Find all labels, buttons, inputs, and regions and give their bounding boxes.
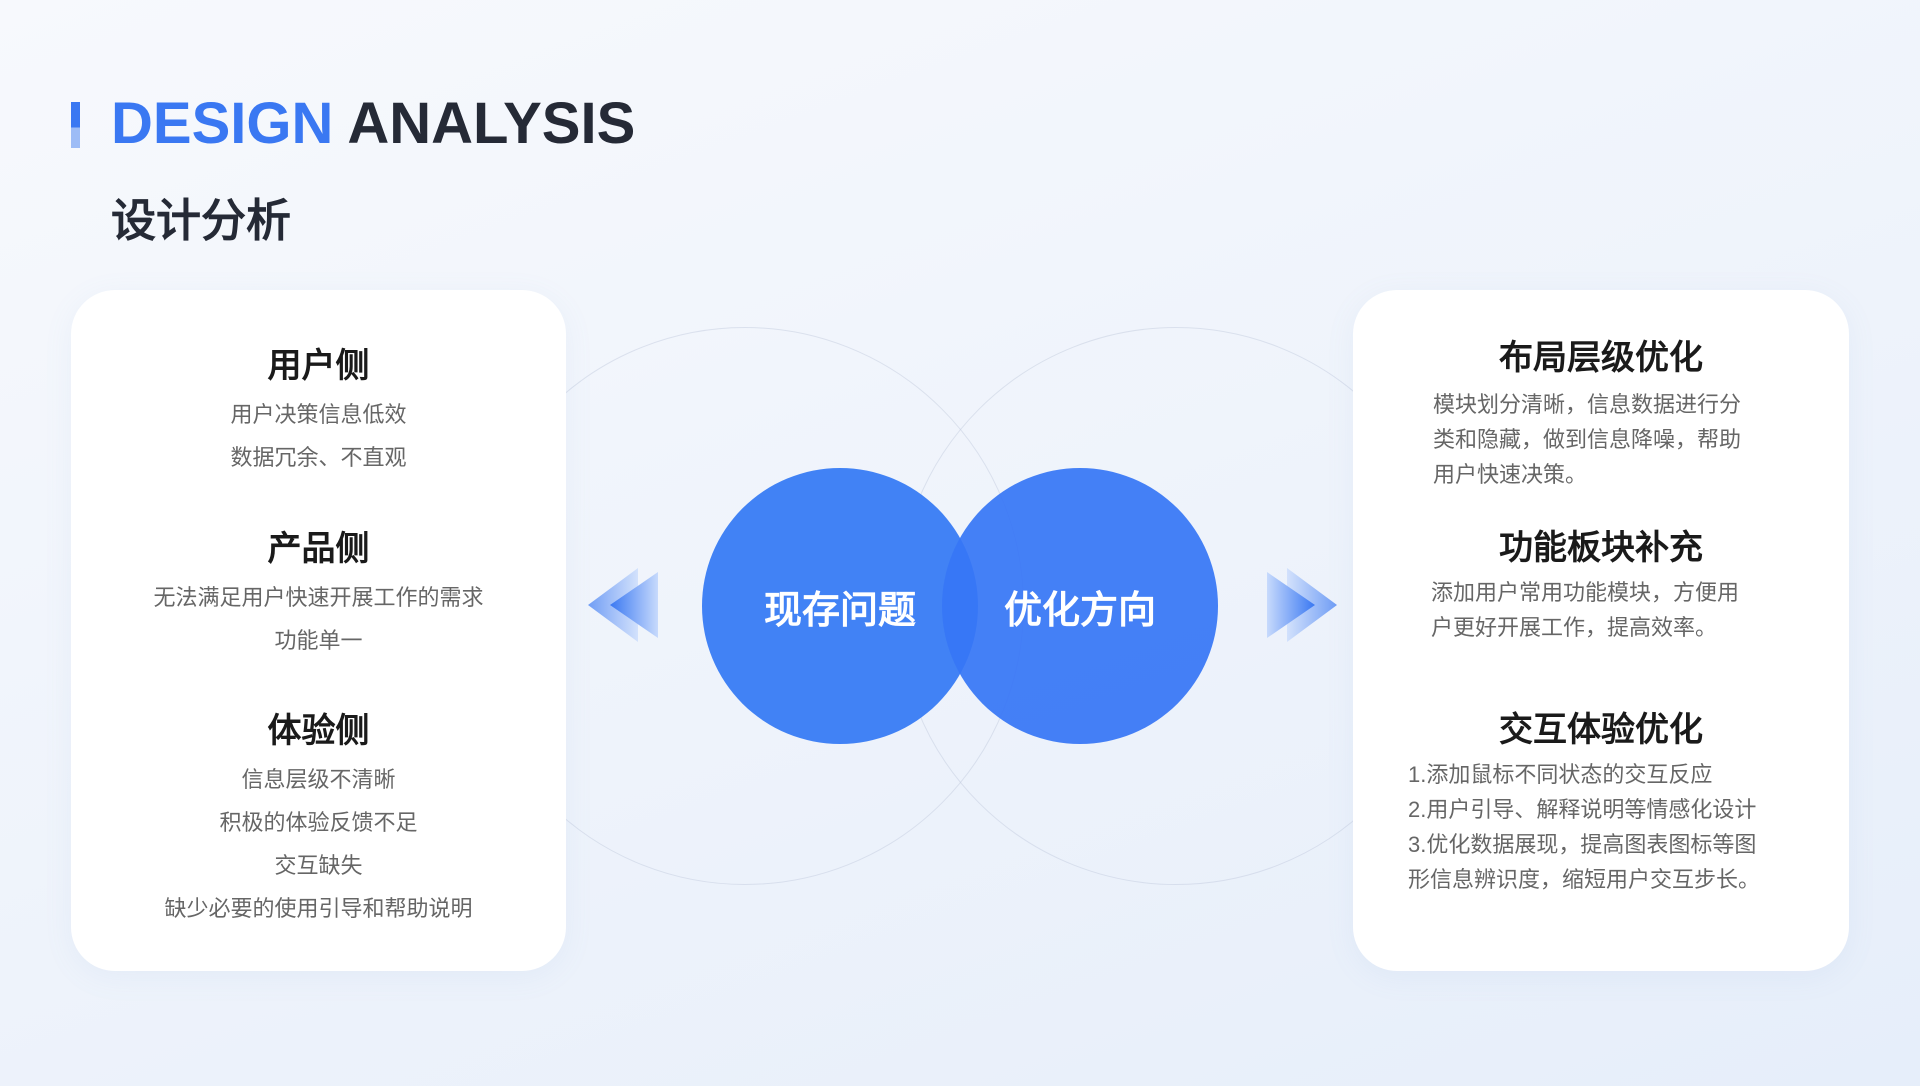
section-layout: 布局层级优化 模块划分清晰，信息数据进行分 类和隐藏，做到信息降噪，帮助 用户快… (1353, 330, 1849, 492)
text-line: 模块划分清晰，信息数据进行分 (1433, 392, 1742, 417)
text-line: 积极的体验反馈不足 (219, 810, 418, 835)
section-text: 无法满足用户快速开展工作的需求 功能单一 (71, 576, 566, 662)
current-problems-circle: 现存问题 (702, 468, 978, 744)
text-line: 添加用户常用功能模块，方便用 (1431, 580, 1740, 605)
section-experience: 体验侧 信息层级不清晰 积极的体验反馈不足 交互缺失 缺少必要的使用引导和帮助说… (71, 703, 566, 930)
section-user: 用户侧 用户决策信息低效 数据冗余、不直观 (71, 338, 566, 479)
section-heading: 交互体验优化 (1499, 711, 1703, 749)
section-heading: 产品侧 (267, 530, 370, 568)
text-line: 形信息辨识度，缩短用户交互步长。 (1408, 867, 1761, 892)
section-heading: 功能板块补充 (1499, 529, 1703, 567)
section-heading: 体验侧 (267, 712, 370, 750)
section-heading: 布局层级优化 (1499, 339, 1703, 377)
arrow-left-icon (588, 568, 658, 642)
text-line: 户更好开展工作，提高效率。 (1431, 615, 1718, 640)
section-text: 模块划分清晰，信息数据进行分 类和隐藏，做到信息降噪，帮助 用户快速决策。 (1433, 387, 1849, 492)
section-text: 添加用户常用功能模块，方便用 户更好开展工作，提高效率。 (1431, 575, 1849, 645)
title-accent-bar (71, 102, 80, 148)
title-rest: ANALYSIS (347, 91, 636, 156)
section-product: 产品侧 无法满足用户快速开展工作的需求 功能单一 (71, 521, 566, 662)
text-line: 2.用户引导、解释说明等情感化设计 (1408, 797, 1757, 822)
section-heading: 用户侧 (267, 347, 370, 385)
text-line: 缺少必要的使用引导和帮助说明 (164, 896, 473, 921)
problems-card: 用户侧 用户决策信息低效 数据冗余、不直观 产品侧 无法满足用户快速开展工作的需… (71, 290, 566, 971)
text-line: 无法满足用户快速开展工作的需求 (153, 585, 484, 610)
optimizations-card: 布局层级优化 模块划分清晰，信息数据进行分 类和隐藏，做到信息降噪，帮助 用户快… (1353, 290, 1849, 971)
text-line: 信息层级不清晰 (241, 767, 396, 792)
text-line: 交互缺失 (274, 853, 363, 878)
section-text: 用户决策信息低效 数据冗余、不直观 (71, 393, 566, 479)
text-line: 1.添加鼠标不同状态的交互反应 (1408, 762, 1713, 787)
section-interaction: 交互体验优化 1.添加鼠标不同状态的交互反应 2.用户引导、解释说明等情感化设计… (1353, 702, 1849, 897)
text-line: 类和隐藏，做到信息降噪，帮助 (1433, 427, 1742, 452)
page-subtitle: 设计分析 (111, 195, 292, 246)
page-title: DESIGN ANALYSIS (111, 90, 635, 157)
section-features: 功能板块补充 添加用户常用功能模块，方便用 户更好开展工作，提高效率。 (1353, 520, 1849, 645)
text-line: 用户快速决策。 (1433, 462, 1588, 487)
arrow-right-icon (1267, 568, 1337, 642)
section-text: 1.添加鼠标不同状态的交互反应 2.用户引导、解释说明等情感化设计 3.优化数据… (1408, 757, 1849, 897)
text-line: 功能单一 (274, 628, 363, 653)
text-line: 数据冗余、不直观 (230, 445, 407, 470)
text-line: 3.优化数据展现，提高图表图标等图 (1408, 832, 1757, 857)
title-accent: DESIGN (111, 91, 334, 156)
section-text: 信息层级不清晰 积极的体验反馈不足 交互缺失 缺少必要的使用引导和帮助说明 (71, 758, 566, 930)
text-line: 用户决策信息低效 (230, 402, 407, 427)
optimization-direction-circle: 优化方向 (942, 468, 1218, 744)
